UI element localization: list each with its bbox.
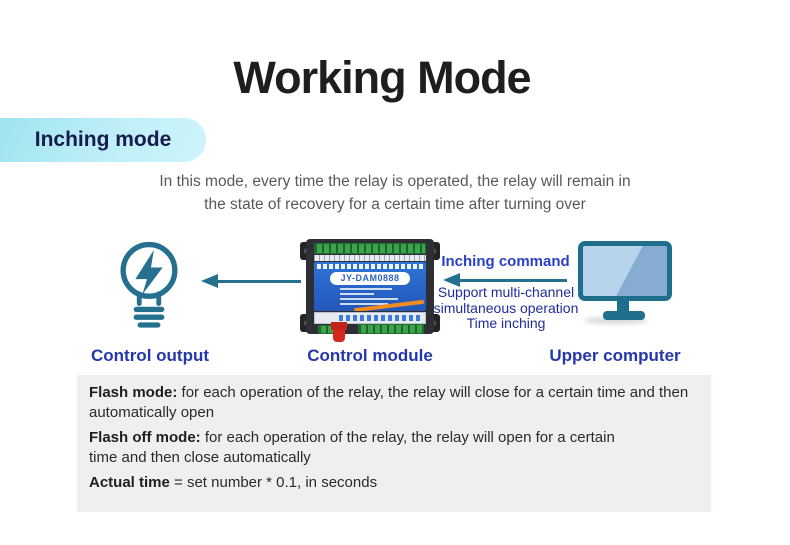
- caption-upper-computer: Upper computer: [549, 346, 681, 365]
- relay-module-illustration: JY-DAM0888: [300, 238, 440, 342]
- note-flash-off-mode-label: Flash off mode:: [89, 429, 201, 446]
- terminal-block-top: [314, 243, 426, 254]
- spec-text-line: [340, 303, 388, 305]
- terminal-labels-row: [314, 255, 426, 261]
- mode-badge: Inching mode: [0, 118, 206, 162]
- note-flash-mode: Flash mode: for each operation of the re…: [89, 383, 699, 423]
- note-flash-off-mode-text: for each operation of the relay, the rel…: [89, 429, 615, 466]
- note-flash-off-mode: Flash off mode: for each operation of th…: [89, 428, 645, 468]
- computer-monitor-icon: [578, 241, 672, 301]
- notes-panel: Flash mode: for each operation of the re…: [77, 375, 711, 512]
- spec-text-line: [340, 298, 398, 300]
- arrow-line: [455, 278, 567, 282]
- arrow-computer-to-module-icon: [443, 273, 567, 287]
- monitor-stand-base: [603, 311, 645, 320]
- arrow-head-icon: [201, 274, 218, 288]
- panel-orange-stripe: [354, 299, 424, 311]
- monitor-shadow: [584, 317, 648, 324]
- module-model-label: JY-DAM0888: [330, 272, 410, 285]
- support-note: Support multi-channel simultaneous opera…: [420, 284, 592, 332]
- caption-control-module: Control module: [307, 346, 433, 365]
- arrow-line: [213, 279, 301, 283]
- caption-control-output: Control output: [90, 346, 209, 365]
- support-note-line1: Support multi-channel: [437, 284, 575, 300]
- dip-switch-strip: [314, 312, 426, 324]
- arrow-head-icon: [443, 273, 460, 287]
- light-bulb-icon: [120, 241, 178, 328]
- inching-command-label: Inching command: [441, 253, 570, 270]
- page-title: Working Mode: [233, 52, 531, 103]
- spec-text-line: [340, 293, 374, 295]
- mode-description-line2: the state of recovery for a certain time…: [204, 196, 586, 213]
- module-front-panel: JY-DAM0888: [314, 262, 426, 311]
- antenna-connector-icon: [331, 322, 347, 342]
- arrow-module-to-output-icon: [201, 274, 301, 288]
- spec-text-line: [340, 288, 392, 290]
- monitor-stand-neck: [617, 299, 629, 313]
- mode-description-line1: In this mode, every time the relay is op…: [159, 173, 631, 190]
- support-note-line2: simultaneous operation: [433, 299, 579, 316]
- support-note-line3: Time inching: [466, 315, 546, 331]
- note-actual-time-text: = set number * 0.1, in seconds: [174, 474, 378, 491]
- note-actual-time-label: Actual time: [89, 474, 170, 491]
- note-actual-time: Actual time = set number * 0.1, in secon…: [89, 473, 699, 493]
- note-flash-mode-text: for each operation of the relay, the rel…: [89, 384, 689, 421]
- mode-description: In this mode, every time the relay is op…: [0, 170, 790, 216]
- panel-port-row: [317, 264, 423, 269]
- terminal-block-bottom: [358, 324, 424, 334]
- note-flash-mode-label: Flash mode:: [89, 384, 178, 401]
